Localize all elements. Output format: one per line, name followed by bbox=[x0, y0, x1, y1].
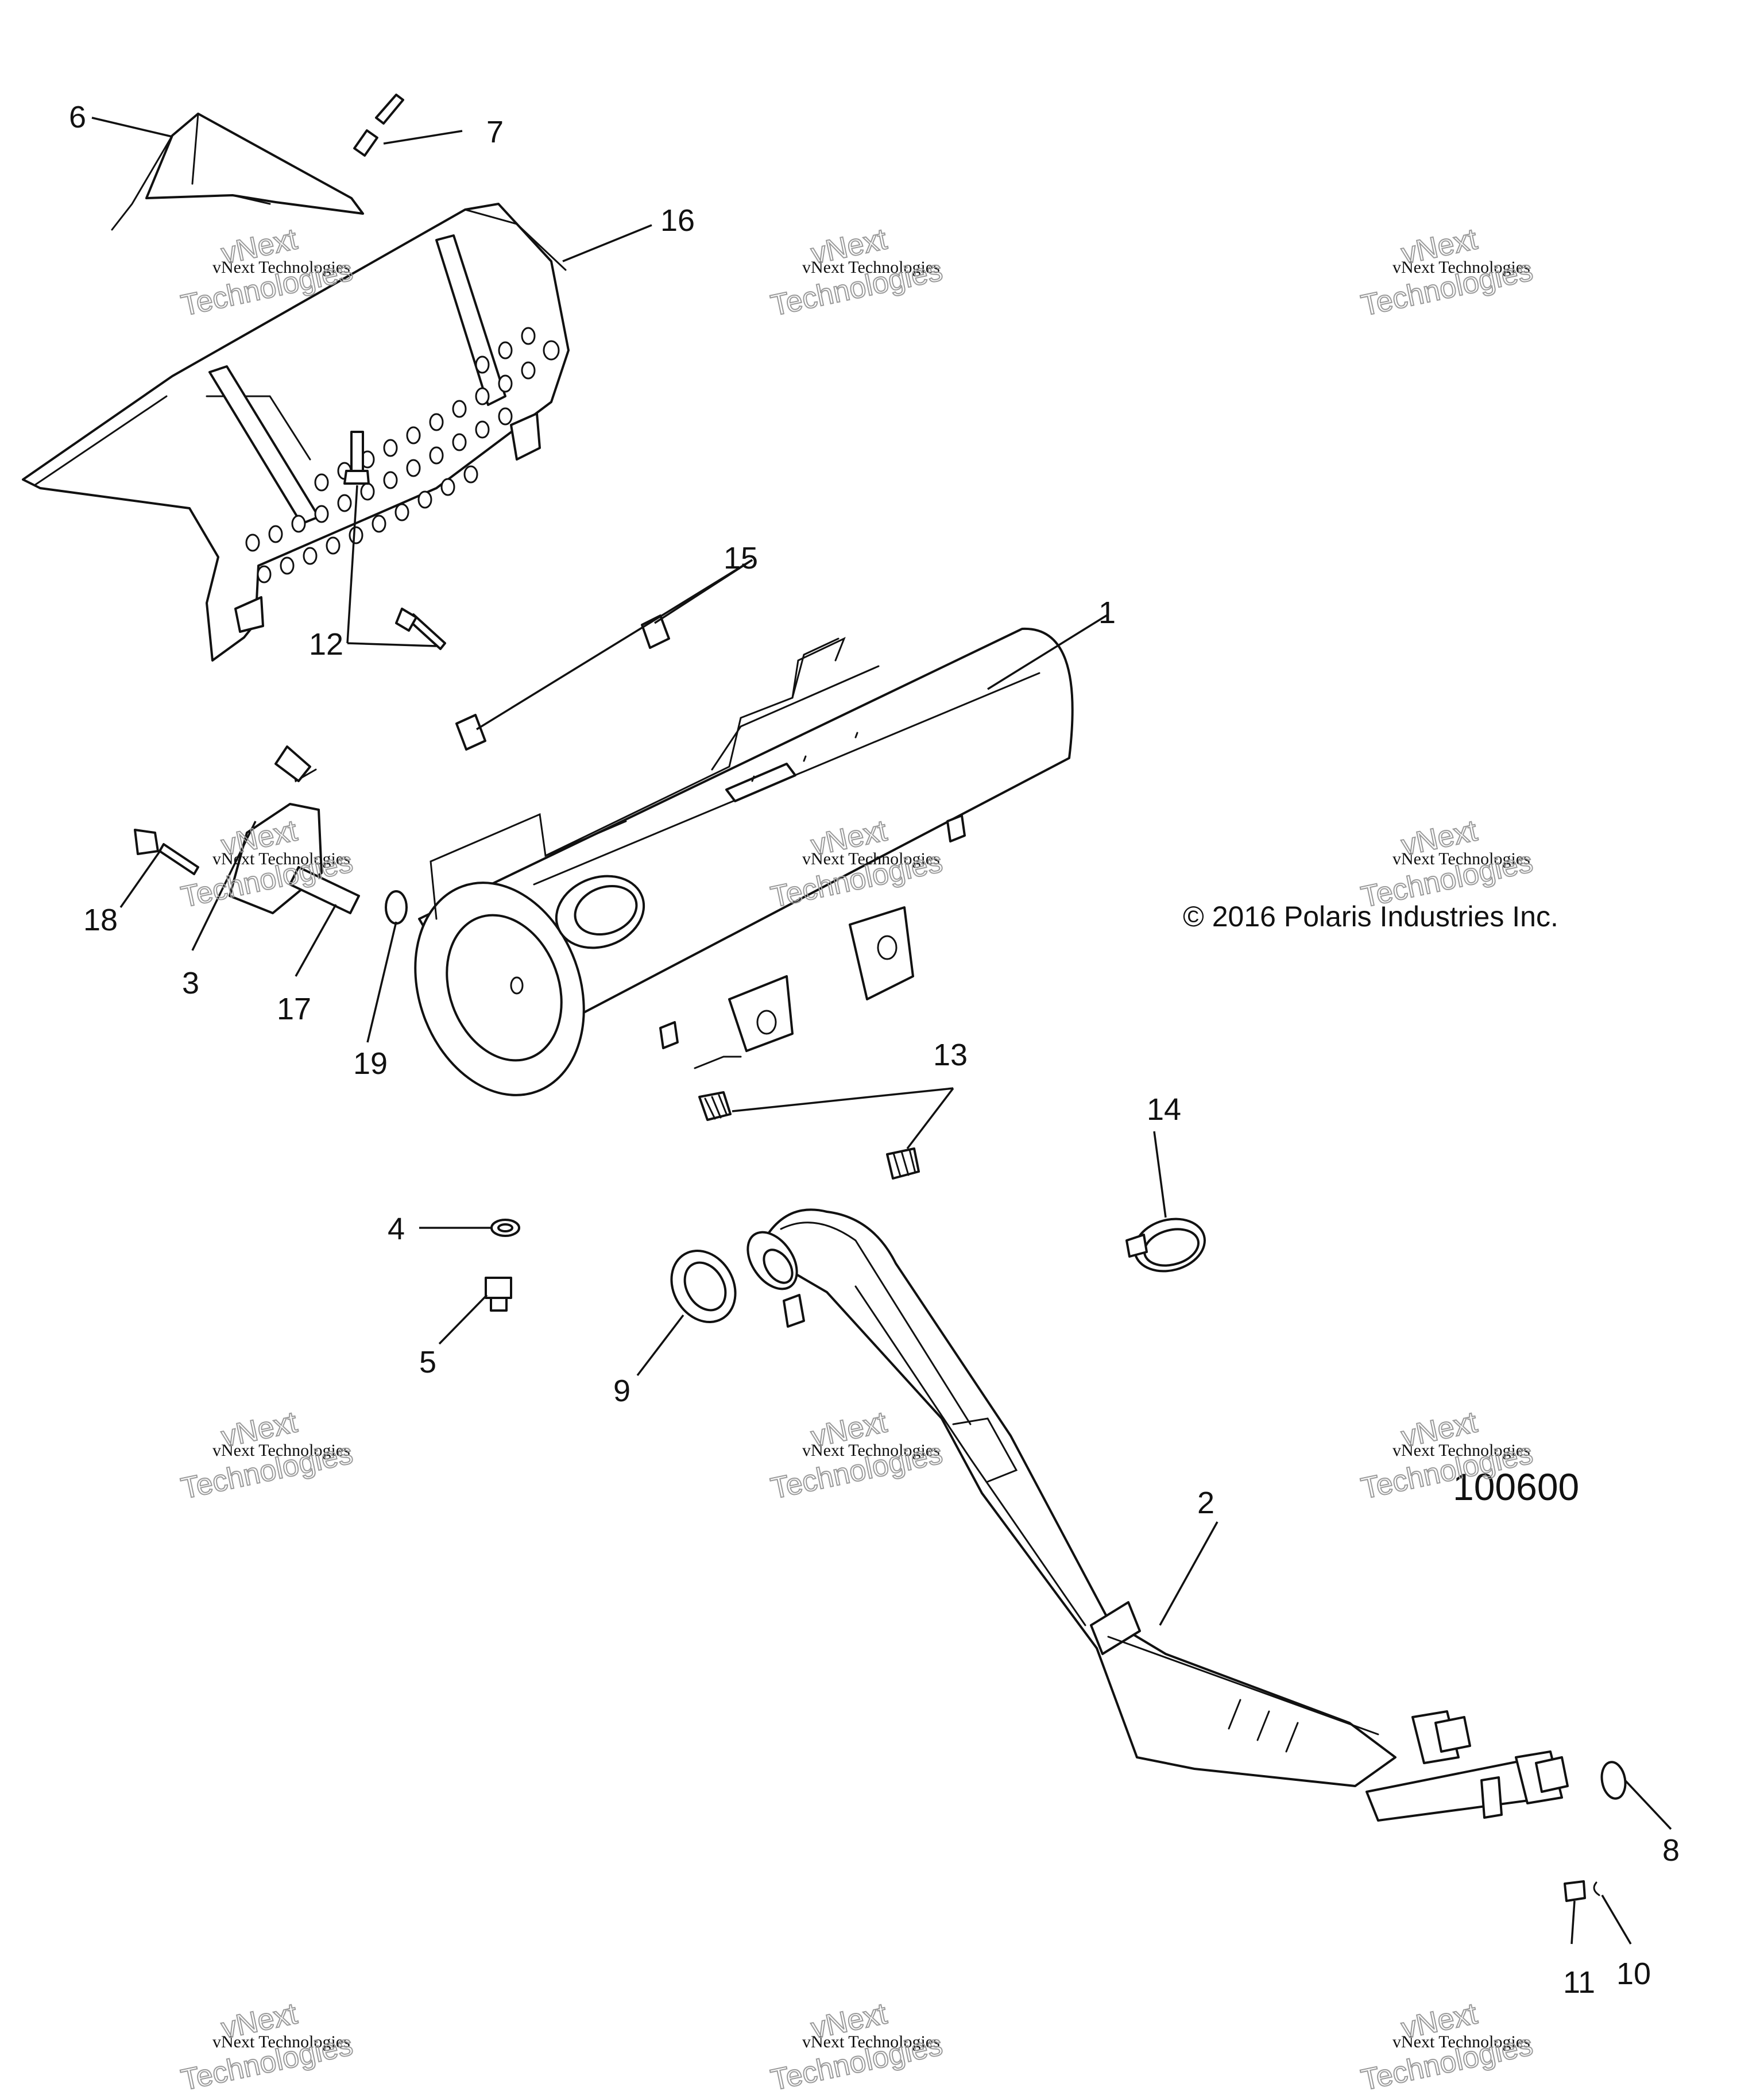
callout-14: 14 bbox=[1147, 1092, 1181, 1127]
figure-number: 100600 bbox=[1453, 1466, 1579, 1508]
callout-12: 12 bbox=[309, 627, 343, 662]
callout-2: 2 bbox=[1197, 1486, 1214, 1520]
part-15-clips bbox=[455, 614, 670, 751]
part-6-bracket bbox=[111, 113, 364, 231]
watermark-12: vNext Technologies vNext Technologies bbox=[1357, 1996, 1536, 2095]
watermark-text: vNext Technologies bbox=[802, 1441, 940, 1460]
part-17-sleeve bbox=[289, 866, 360, 914]
watermark-2: vNext Technologies vNext Technologies bbox=[767, 222, 946, 323]
part-2-head-pipe bbox=[746, 1208, 1569, 1822]
watermark-text: vNext Technologies bbox=[802, 258, 940, 277]
watermark-3: vNext Technologies vNext Technologies bbox=[1357, 222, 1536, 323]
watermark-6: vNext Technologies vNext Technologies bbox=[1357, 813, 1536, 914]
callout-18: 18 bbox=[83, 903, 118, 937]
heat-shield-perforations bbox=[245, 327, 560, 583]
part-13-springs bbox=[698, 1091, 920, 1180]
part-5-plug bbox=[485, 1277, 512, 1312]
part-8-o-ring bbox=[1600, 1761, 1627, 1800]
part-16-heat-shield bbox=[22, 203, 570, 662]
watermark-10: vNext Technologies vNext Technologies bbox=[177, 1996, 356, 2095]
part-9-gasket-ring bbox=[670, 1249, 737, 1324]
part-18-bolt bbox=[134, 829, 199, 875]
callout-5: 5 bbox=[419, 1345, 436, 1379]
watermark-7: vNext Technologies vNext Technologies bbox=[177, 1405, 356, 1506]
watermark-text: vNext Technologies bbox=[1392, 849, 1530, 868]
callout-4: 4 bbox=[388, 1212, 405, 1246]
callout-15: 15 bbox=[724, 541, 758, 575]
callout-8: 8 bbox=[1662, 1833, 1680, 1868]
watermark-11: vNext Technologies vNext Technologies bbox=[767, 1996, 946, 2095]
part-7-rivet bbox=[353, 94, 404, 157]
watermark-text: vNext Technologies bbox=[802, 849, 940, 868]
callout-7: 7 bbox=[486, 115, 504, 149]
callout-17: 17 bbox=[277, 992, 311, 1026]
watermark-text: vNext Technologies bbox=[212, 849, 350, 868]
callout-16: 16 bbox=[660, 203, 695, 238]
watermark-text: vNext Technologies bbox=[802, 2032, 940, 2051]
copyright-notice: © 2016 Polaris Industries Inc. bbox=[1183, 900, 1558, 933]
part-11-nut bbox=[1564, 1880, 1586, 1902]
leader-lines bbox=[91, 117, 1672, 1945]
watermark-text: vNext Technologies bbox=[1392, 1441, 1530, 1460]
callout-9: 9 bbox=[613, 1374, 630, 1408]
watermark-text: vNext Technologies bbox=[1392, 258, 1530, 277]
watermark-8: vNext Technologies vNext Technologies bbox=[767, 1405, 946, 1506]
callout-13: 13 bbox=[933, 1038, 968, 1072]
callout-3: 3 bbox=[182, 966, 199, 1000]
part-14-clamp bbox=[1125, 1217, 1206, 1273]
callout-numbers: 6 7 16 1 15 12 18 3 17 19 13 14 4 5 9 2 … bbox=[69, 100, 1680, 2000]
watermark-text: vNext Technologies bbox=[212, 2032, 350, 2051]
part-19-washer bbox=[385, 890, 408, 925]
callout-11: 11 bbox=[1563, 1965, 1595, 2000]
part-12-bolts bbox=[343, 431, 446, 650]
callout-6: 6 bbox=[69, 100, 86, 134]
callout-10: 10 bbox=[1616, 1957, 1651, 1991]
callout-1: 1 bbox=[1098, 596, 1116, 630]
watermark-text: vNext Technologies bbox=[212, 1441, 350, 1460]
part-1-muffler bbox=[414, 627, 1074, 1096]
part-10-clip bbox=[1593, 1881, 1600, 1896]
watermark-text: vNext Technologies bbox=[1392, 2032, 1530, 2051]
watermark-text: vNext Technologies bbox=[212, 258, 350, 277]
part-4-washer bbox=[490, 1219, 520, 1237]
callout-19: 19 bbox=[353, 1046, 388, 1081]
